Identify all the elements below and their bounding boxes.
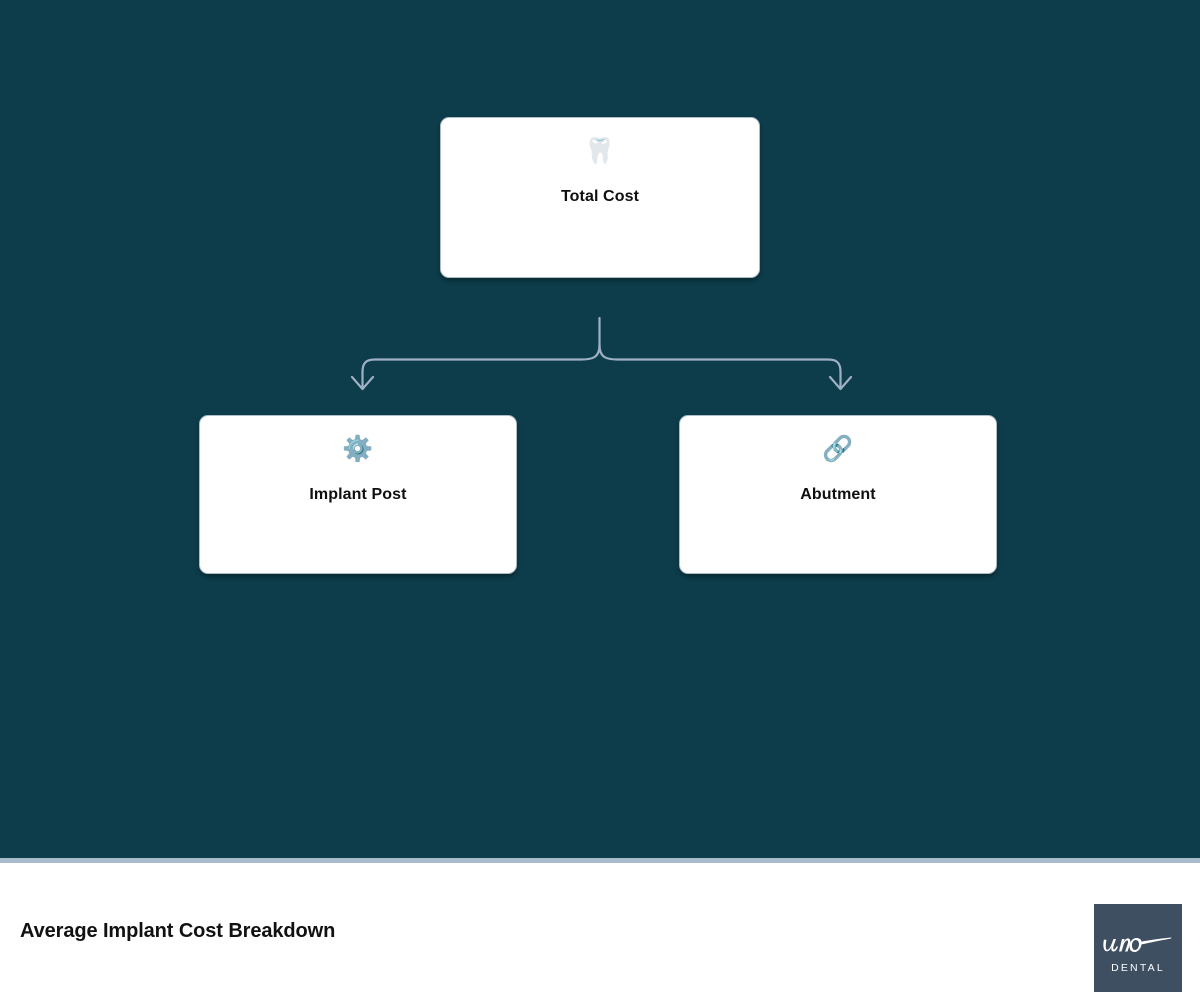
node-label: Total Cost [560,188,640,205]
node-label: Abutment [800,486,876,503]
page-title: Average Implant Cost Breakdown [20,920,336,942]
logo-wordmark: DENTAL [1111,961,1165,974]
link-icon: 🔗 [822,434,854,463]
diagram-canvas: 🦷 Total Cost ⚙️ Implant Post 🔗 Abutment [0,0,1200,858]
node-label: Implant Post [309,486,407,503]
gear-icon: ⚙️ [342,434,374,463]
connector-edge-right [598,343,842,390]
node-abutment[interactable]: 🔗 Abutment [679,415,997,574]
uno-dental-logo: DENTAL [1094,904,1182,992]
footer: Average Implant Cost Breakdown DENTAL [0,863,1200,1000]
arrowhead-left [350,375,375,391]
tooth-icon: 🦷 [584,136,616,165]
node-implant-post[interactable]: ⚙️ Implant Post [199,415,517,574]
arrowhead-right [828,375,853,391]
node-total-cost[interactable]: 🦷 Total Cost [440,117,760,278]
footer-divider [0,858,1200,863]
uno-script-mark [1103,937,1172,952]
connector-edge-left [361,343,601,390]
